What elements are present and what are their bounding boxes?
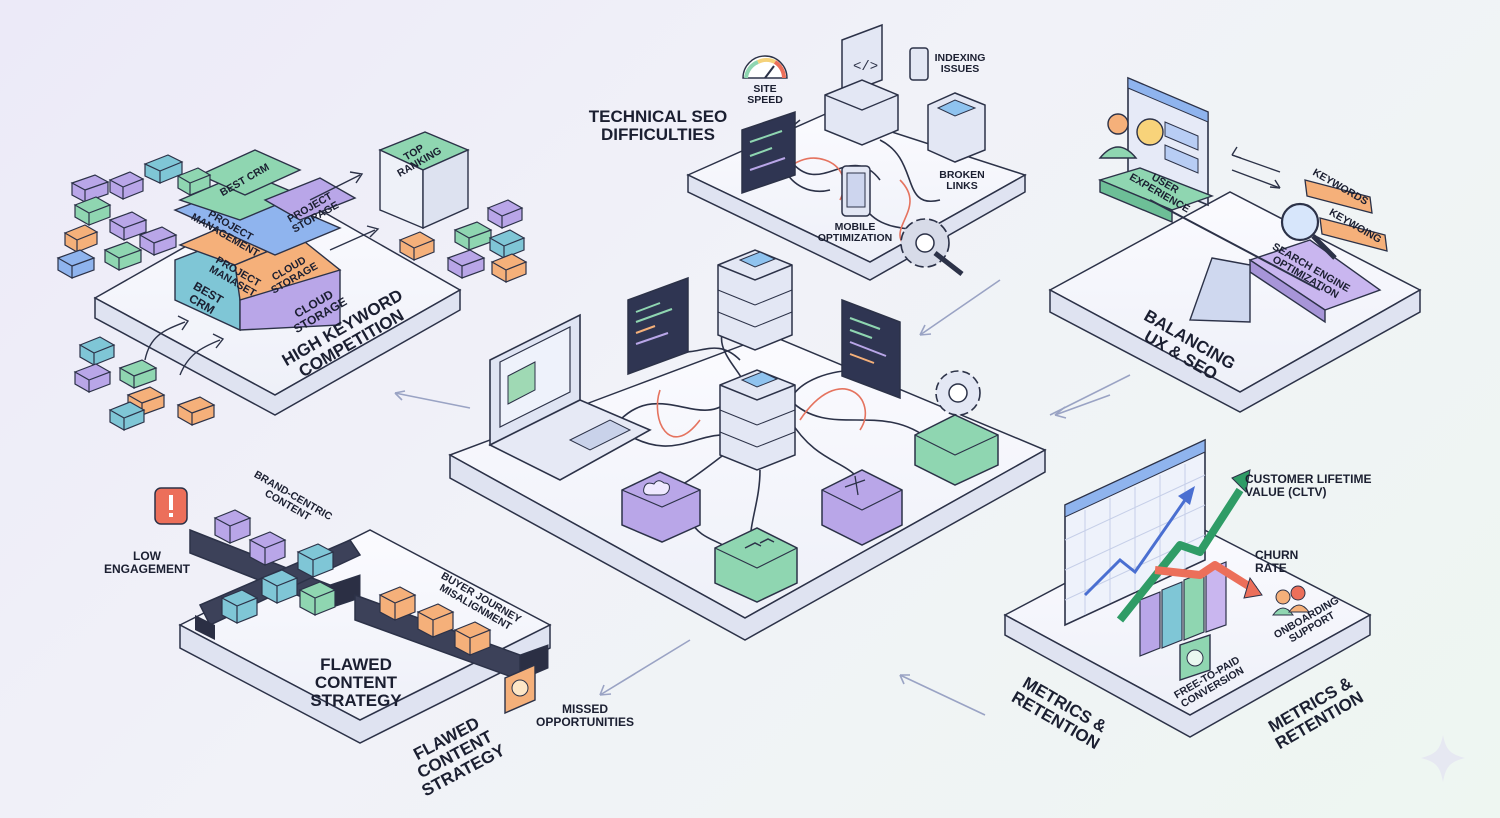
technical-seo-title: TECHNICAL SEO DIFFICULTIES — [588, 107, 728, 144]
missed-opportunities-label: MISSED OPPORTUNITIES — [535, 702, 634, 729]
churn-rate-label: CHURN RATE — [1255, 548, 1299, 575]
keyword-tags — [1304, 179, 1388, 252]
keyword-stack — [173, 131, 470, 332]
gauge-icon — [742, 55, 788, 79]
browser-window-icon — [1127, 76, 1209, 207]
phone-icon — [841, 165, 871, 217]
code-window-icon — [841, 298, 901, 400]
low-engagement-label: LOW ENGAGEMENT — [103, 549, 190, 576]
phone-icon — [909, 47, 929, 81]
lightbulb-icon — [504, 663, 536, 715]
warning-icon — [154, 487, 188, 525]
central-platform — [448, 334, 1047, 641]
laptop-icon — [488, 313, 652, 481]
cloud-icon — [621, 471, 701, 543]
network-box-icon — [821, 469, 903, 546]
server-icon — [719, 369, 796, 471]
flawed-content-title-1: FLAWED CONTENT STRATEGY — [310, 655, 402, 710]
content-platform — [178, 529, 552, 744]
dollar-icon — [1179, 634, 1211, 681]
users-icon — [1272, 585, 1310, 616]
chart-board — [1064, 438, 1206, 627]
indexing-issues-label: INDEXING ISSUES — [934, 52, 986, 76]
magnifier-icon — [1280, 202, 1337, 260]
gear-icon — [914, 370, 999, 486]
code-window-icon — [741, 110, 796, 195]
link-icon — [714, 527, 798, 603]
mobile-optimization-label: MOBILE OPTIMIZATION — [817, 221, 893, 245]
code-window-icon — [627, 276, 689, 376]
scattered-blocks — [56, 154, 528, 432]
cltv-label: CUSTOMER LIFETIME VALUE (CLTV) — [1245, 472, 1372, 499]
bar-columns — [1139, 561, 1227, 657]
server-icon — [717, 249, 793, 351]
gear-icon — [900, 218, 964, 276]
flow-arrows — [394, 279, 1131, 716]
server-icon — [824, 79, 899, 146]
broken-links-label: BROKEN LINKS — [939, 169, 985, 193]
site-speed-label: SITE SPEED — [747, 83, 783, 107]
sparkle-icon — [1421, 735, 1465, 782]
balance-scale — [1097, 167, 1382, 324]
user-avatar-icon — [1098, 113, 1138, 159]
svg-text:</>: </> — [853, 59, 878, 75]
content-blocks — [213, 509, 492, 656]
server-icon — [927, 92, 986, 163]
code-window-icon: </> — [841, 23, 883, 97]
